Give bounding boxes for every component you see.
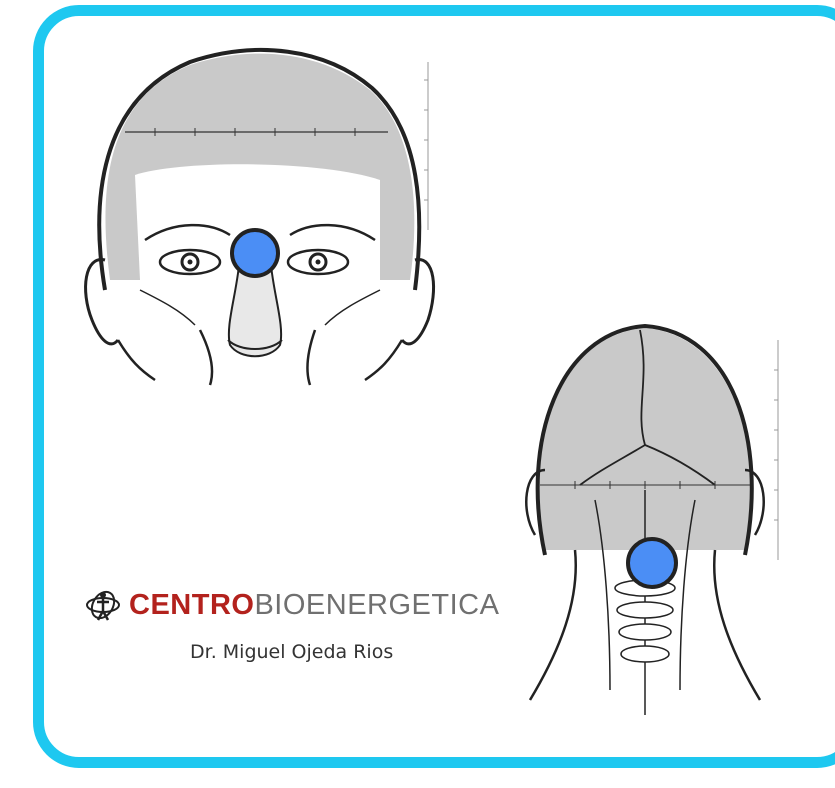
back-head-illustration	[500, 320, 790, 715]
forehead-point-marker	[230, 228, 280, 278]
brand-name-bold: CENTRO	[129, 589, 254, 622]
front-head-illustration	[80, 40, 440, 390]
brand-logo: CENTRO BIOENERGETICA	[85, 585, 499, 625]
brand-name-light: BIOENERGETICA	[254, 589, 499, 622]
neck-point-marker	[626, 537, 678, 589]
figure-spiral-logo-icon	[85, 587, 121, 623]
doctor-name: Dr. Miguel Ojeda Rios	[190, 641, 393, 663]
